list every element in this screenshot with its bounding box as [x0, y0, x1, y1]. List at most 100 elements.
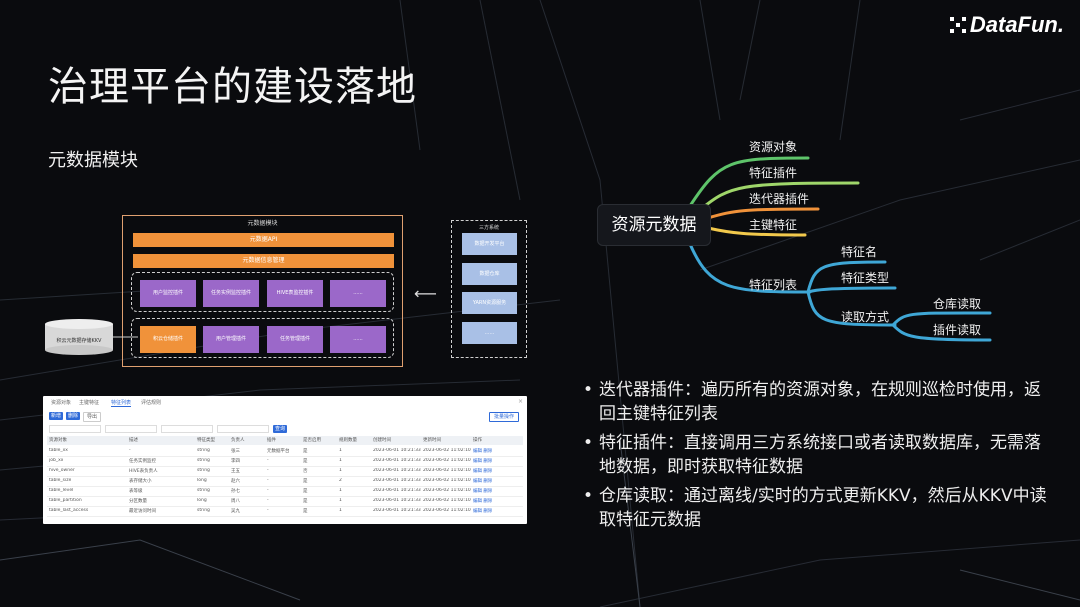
plugin-box: ...... [330, 326, 386, 353]
table-cell: 是 [303, 499, 308, 504]
table-header-cell: 是否启用 [303, 438, 321, 443]
table-cell: - [267, 498, 269, 503]
delete-button[interactable]: 删除 [66, 412, 80, 420]
table-cell: 否 [303, 469, 308, 474]
filter-input[interactable] [217, 425, 269, 433]
table-header-cell: 描述 [129, 438, 138, 443]
bullet-item: •迭代器插件：遍历所有的资源对象，在规则巡检时使用，返回主键特征列表 [583, 378, 1053, 426]
branch-plugin-read [891, 323, 992, 342]
external-box: ...... [462, 322, 517, 344]
tab-primary[interactable]: 主键特征 [79, 400, 100, 406]
external-title: 三方系统 [478, 225, 499, 231]
tab-rules[interactable]: 评估规则 [141, 400, 162, 406]
table-header-cell: 操作 [473, 438, 482, 443]
table-cell: 2 [339, 478, 342, 483]
table-cell: 1 [339, 498, 342, 503]
add-button[interactable]: 新增 [49, 412, 63, 420]
plugin-box: ...... [330, 280, 386, 307]
table-cell: table_size [49, 478, 72, 483]
table-cell: string [197, 468, 210, 473]
row-actions[interactable]: 编辑 删除 [473, 459, 493, 464]
mindmap-node: 主键特征 [749, 218, 798, 232]
table-cell: - [267, 488, 269, 493]
tab-feature-list[interactable]: 特征列表 [111, 400, 132, 407]
table-cell: 元数据平台 [267, 449, 290, 454]
row-actions[interactable]: 编辑 删除 [473, 479, 493, 484]
table-cell: - [267, 478, 269, 483]
table-cell: 周八 [231, 499, 240, 504]
mindmap-node: 特征插件 [749, 166, 798, 180]
table-cell: table_level [49, 488, 74, 493]
api-bar: 元数据API [133, 233, 394, 247]
branch-iterator [706, 207, 820, 220]
table-cell: 孙七 [231, 489, 240, 494]
table-cell: 2023-06-02 11:02:10 [423, 458, 471, 463]
table-cell: 2023-06-01 10:21:33 [373, 468, 421, 473]
table-cell: 1 [339, 468, 342, 473]
row-actions[interactable]: 编辑 删除 [473, 469, 493, 474]
external-box: 数据仓库 [462, 263, 517, 285]
row-actions[interactable]: 编辑 删除 [473, 509, 493, 514]
branch-resource [688, 156, 810, 208]
table-cell: 2023-06-01 10:21:33 [373, 488, 421, 493]
filter-input[interactable] [161, 425, 213, 433]
table-header-cell: 插件 [267, 438, 276, 443]
table-cell: 赵六 [231, 479, 240, 484]
filter-input[interactable] [105, 425, 157, 433]
plugin-box: 任务实例监控插件 [203, 280, 259, 307]
table-cell: 1 [339, 458, 342, 463]
table-cell: 2023-06-01 10:21:33 [373, 498, 421, 503]
mindmap-node: 特征名 [841, 245, 878, 259]
ui-screenshot: 资源对象 主键特征 特征列表 评估规则 × 新增 删除 导出 批量操作 查询 资… [43, 396, 527, 524]
slide-title: 治理平台的建设落地 [48, 64, 417, 110]
table-cell: string [197, 488, 210, 493]
branch-plugin [698, 181, 860, 212]
table-cell: 2023-06-02 11:02:10 [423, 488, 471, 493]
table-header-cell: 创建时间 [373, 438, 391, 443]
bullet-item: •特征插件：直接调用三方系统接口或者读取数据库，无需落地数据，即时获取特征数据 [583, 431, 1053, 479]
logo-text: DataFun. [969, 12, 1064, 37]
batch-button[interactable]: 批量操作 [489, 412, 519, 422]
branch-type [806, 286, 897, 294]
table-cell: 1 [339, 448, 342, 453]
table-header-cell: 更新时间 [423, 438, 441, 443]
table-cell: 1 [339, 508, 342, 513]
logo-dots-icon [949, 17, 966, 33]
arrow-left-icon: ⟵ [414, 284, 437, 303]
plugin-box: 任务管理插件 [267, 326, 323, 353]
mindmap-node: 仓库读取 [933, 297, 982, 311]
tab-resource[interactable]: 资源对象 [51, 400, 72, 406]
bullet-text: 特征插件：直接调用三方系统接口或者读取数据库，无需落地数据，即时获取特征数据 [599, 433, 1041, 477]
table-cell: 2023-06-02 11:02:10 [423, 478, 471, 483]
table-header-cell: 资源对象 [49, 438, 67, 443]
table-header-cell: 特征类型 [197, 438, 215, 443]
table-cell: string [197, 508, 210, 513]
bullet-text: 仓库读取：通过离线/实时的方式更新KKV，然后从KKV中读取特征元数据 [599, 486, 1047, 530]
table-cell: 2023-06-01 10:21:33 [373, 458, 421, 463]
search-button[interactable]: 查询 [273, 425, 287, 433]
table-cell: 是 [303, 479, 308, 484]
bullet-dot-icon: • [583, 433, 594, 453]
filter-input[interactable] [49, 425, 101, 433]
table-cell: 2023-06-01 10:21:33 [373, 508, 421, 513]
table-cell: HIVE表负责人 [129, 469, 158, 474]
row-actions[interactable]: 编辑 删除 [473, 489, 493, 494]
bullet-list: •迭代器插件：遍历所有的资源对象，在规则巡检时使用，返回主键特征列表 •特征插件… [583, 378, 1053, 537]
table-cell: 是 [303, 459, 308, 464]
table-cell: 2023-06-02 11:02:10 [423, 498, 471, 503]
table-cell: 李四 [231, 459, 240, 464]
table-cell: - [267, 508, 269, 513]
row-actions[interactable]: 编辑 删除 [473, 499, 493, 504]
table-header-cell: 负责人 [231, 438, 245, 443]
row-actions[interactable]: 编辑 删除 [473, 449, 493, 454]
close-icon[interactable]: × [517, 398, 523, 405]
export-button[interactable]: 导出 [83, 412, 101, 422]
